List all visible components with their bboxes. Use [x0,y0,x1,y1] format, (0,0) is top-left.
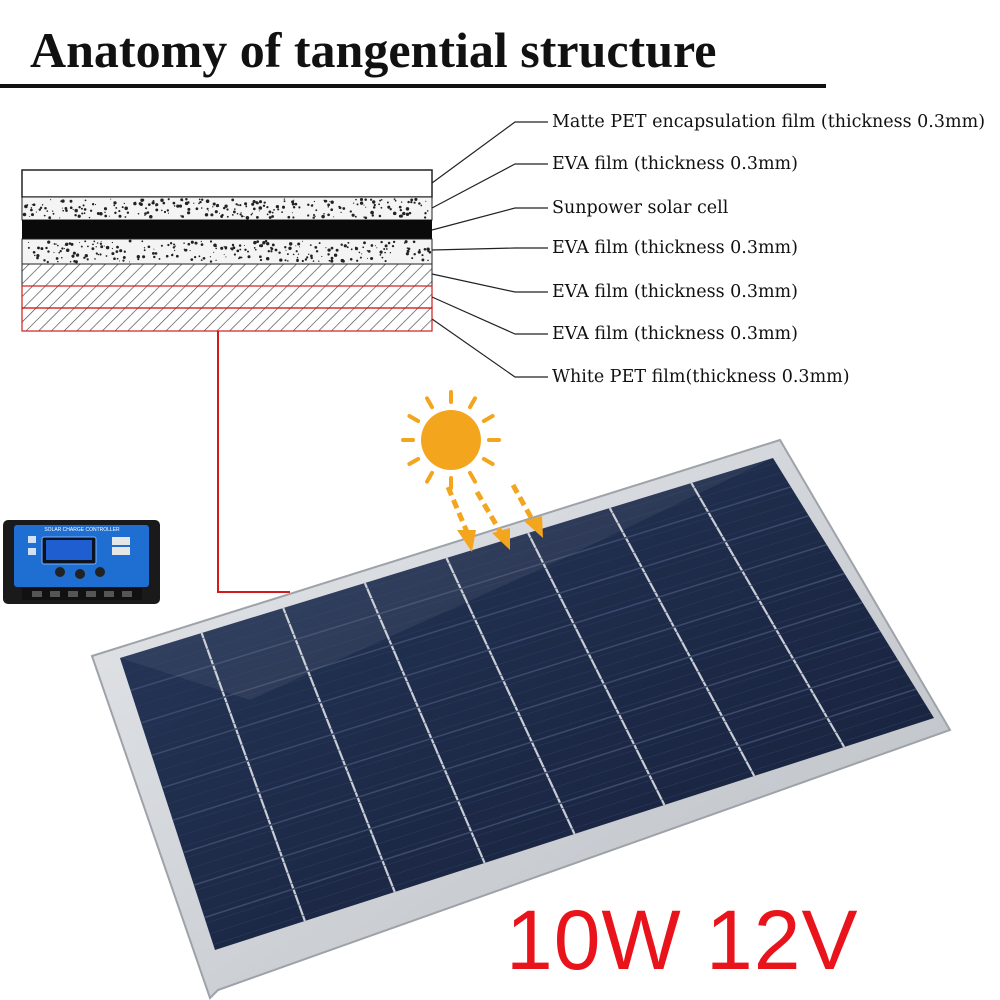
layer-solar-cell [22,220,432,239]
layer-label-eva-3: EVA film (thickness 0.3mm) [552,282,798,302]
panel-cells-area [120,458,934,950]
layer-label-eva-2: EVA film (thickness 0.3mm) [552,238,798,258]
controller-label: SOLAR CHARGE CONTROLLER [44,527,120,533]
layer-stack [21,169,433,332]
layer-eva-3 [21,263,433,287]
panel-glare [120,458,773,700]
layer-matte-pet [21,169,433,198]
red-connector-line [217,331,290,593]
charge-controller-icon: SOLAR CHARGE CONTROLLER [3,520,160,604]
eva-speckle-bottom [27,239,432,264]
layer-eva-4 [21,285,433,309]
cell-grid [121,462,932,945]
layer-white-pet [21,307,433,332]
leader-lines [431,121,548,378]
power-rating: 10W 12V [506,893,859,987]
solar-panel [90,438,952,1000]
layer-label-matte-pet: Matte PET encapsulation film (thickness … [552,112,986,132]
sunlight-arrows-icon [445,483,543,552]
layer-label-eva-1: EVA film (thickness 0.3mm) [552,154,798,174]
layer-label-eva-4: EVA film (thickness 0.3mm) [552,324,798,344]
sun-icon [401,390,501,490]
title-underline [0,84,826,88]
eva-speckle-top [22,197,429,220]
layer-label-white-pet: White PET film(thickness 0.3mm) [552,367,850,387]
layer-label-solar-cell: Sunpower solar cell [552,198,729,218]
page-title: Anatomy of tangential structure [30,22,717,78]
